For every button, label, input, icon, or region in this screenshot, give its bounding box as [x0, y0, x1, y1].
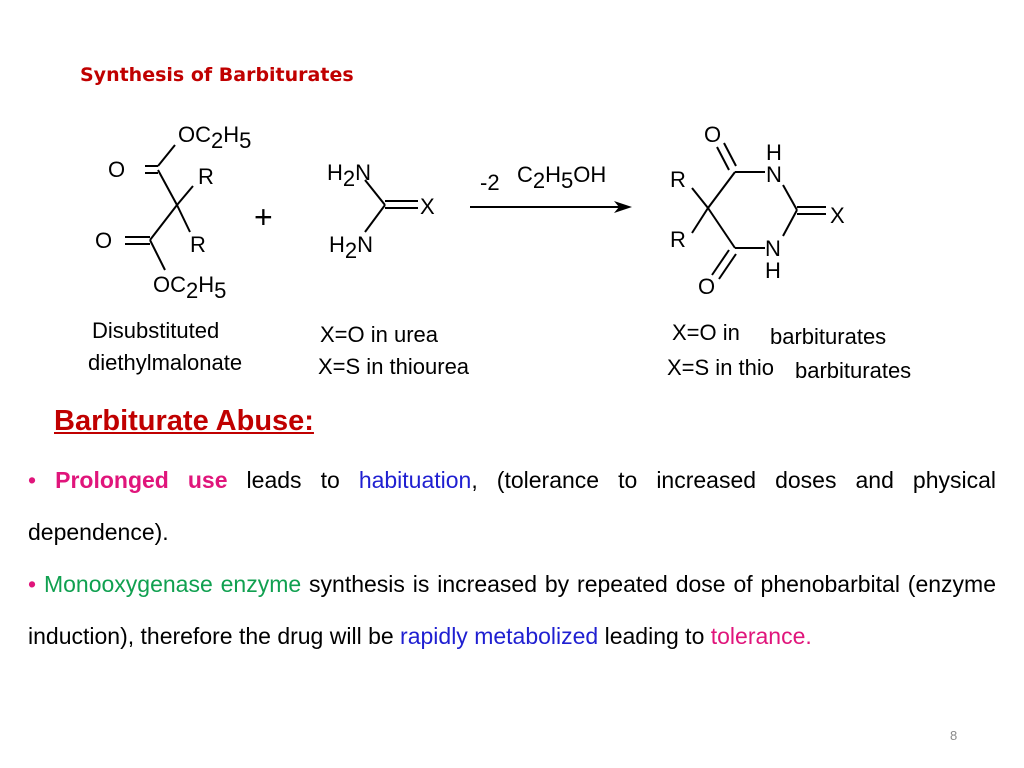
term-rapidly-metabolized: rapidly metabolized	[400, 623, 599, 649]
product-h-bottom: H	[765, 258, 781, 283]
malonate-r-top: R	[198, 164, 214, 189]
product-o-top: O	[704, 122, 721, 147]
product-n-top: N	[766, 162, 782, 187]
urea-x: X	[420, 194, 435, 219]
slide-title: Synthesis of Barbiturates	[80, 64, 354, 86]
urea-caption-line1: X=O in urea	[320, 322, 439, 347]
term-tolerance: tolerance.	[710, 623, 812, 649]
product-caption-line2b: barbiturates	[795, 358, 912, 383]
urea-h2n-bottom: H2N	[329, 232, 373, 263]
urea-h2n-top: H2N	[327, 160, 371, 191]
malonate-oc2h5-bottom: OC2H5	[153, 272, 226, 303]
product-o-bottom: O	[698, 274, 715, 299]
malonate-r-bottom: R	[190, 232, 206, 257]
malonate-oc2h5-top: OC2H5	[178, 122, 251, 153]
product-x: X	[830, 203, 845, 228]
product-h-top: H	[766, 140, 782, 165]
bullet-marker: •	[28, 467, 37, 493]
term-prolonged-use: Prolonged use	[55, 467, 228, 493]
malonate-o-bottom: O	[95, 228, 112, 253]
product-r-bottom: R	[670, 227, 686, 252]
abuse-paragraph-1: • Prolonged use leads to habituation, (t…	[28, 467, 997, 545]
abuse-heading: Barbiturate Abuse:	[54, 405, 314, 437]
arrow-minus2: -2	[480, 170, 500, 195]
page-number: 8	[950, 728, 958, 743]
scheme-bonds	[125, 142, 826, 280]
product-caption-line1b: barbiturates	[770, 324, 887, 349]
plus-sign: +	[254, 199, 273, 235]
malonate-o-top: O	[108, 157, 125, 182]
arrow-c2h5oh: C2H5OH	[517, 162, 606, 193]
product-n-bottom: N	[765, 236, 781, 261]
malonate-caption-line1: Disubstituted	[92, 318, 220, 343]
reaction-arrowhead	[614, 201, 632, 213]
bullet-marker: •	[28, 571, 37, 597]
malonate-caption-line2: diethylmalonate	[88, 350, 243, 375]
term-monooxygenase-enzyme: Monooxygenase enzyme	[43, 571, 302, 597]
term-habituation: habituation	[358, 467, 472, 493]
urea-caption-line2: X=S in thiourea	[318, 354, 470, 379]
product-caption-line1a: X=O in	[672, 320, 740, 345]
abuse-paragraph-2: • Monooxygenase enzyme synthesis is incr…	[28, 571, 996, 649]
product-r-top: R	[670, 167, 686, 192]
synthesis-scheme: OC2H5 O R O R OC2H5 + H2N H2N X -2 C2H5O…	[95, 122, 845, 303]
product-caption-line2a: X=S in thio	[667, 355, 775, 380]
